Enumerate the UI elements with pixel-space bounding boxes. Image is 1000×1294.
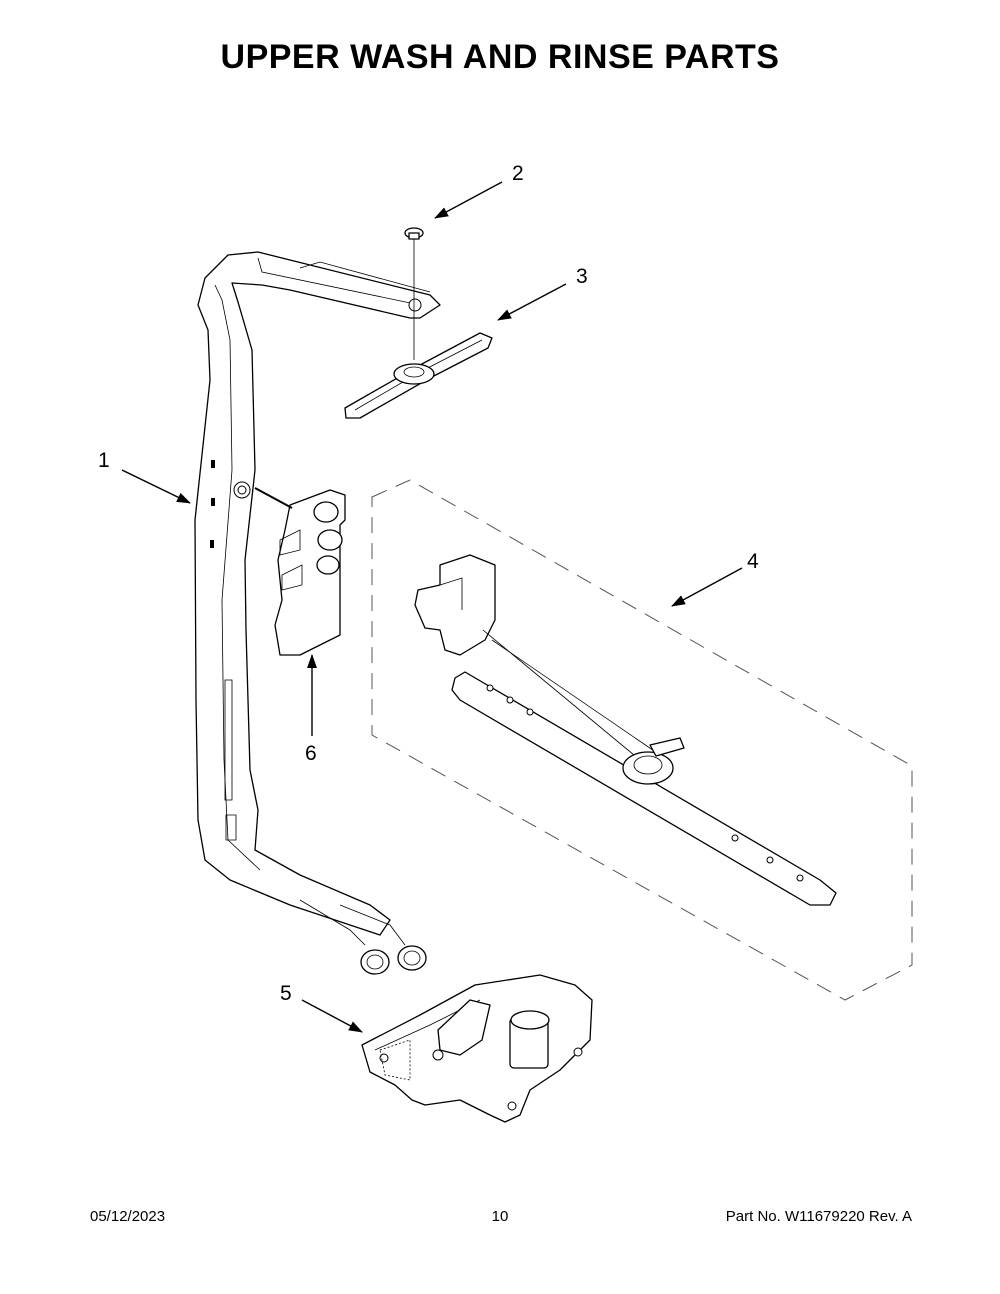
callout-2: 2 (512, 162, 524, 185)
callout-arrows (121, 181, 743, 1033)
arrow-callout-4 (671, 567, 743, 607)
callout-5: 5 (280, 982, 292, 1005)
footer-date: 05/12/2023 (90, 1208, 166, 1225)
footer-page-number: 10 (491, 1208, 509, 1225)
supply-tube-part (194, 251, 441, 975)
diverter-part (254, 487, 346, 656)
callout-4: 4 (747, 550, 759, 573)
callout-3: 3 (576, 265, 588, 288)
footer-part-info: Part No. W11679220 Rev. A (725, 1208, 912, 1225)
callout-6: 6 (305, 742, 317, 765)
page-title: UPPER WASH AND RINSE PARTS (220, 38, 780, 76)
cap-part (404, 227, 424, 360)
upper-spray-arm-part (344, 332, 493, 419)
arrow-callout-5 (301, 999, 363, 1033)
pump-manifold-part (361, 974, 593, 1123)
callout-1: 1 (98, 449, 110, 472)
lower-spray-arm-part (371, 479, 913, 1001)
arrow-callout-2 (434, 181, 503, 219)
arrow-callout-1 (121, 469, 191, 504)
arrow-callout-3 (497, 283, 567, 321)
